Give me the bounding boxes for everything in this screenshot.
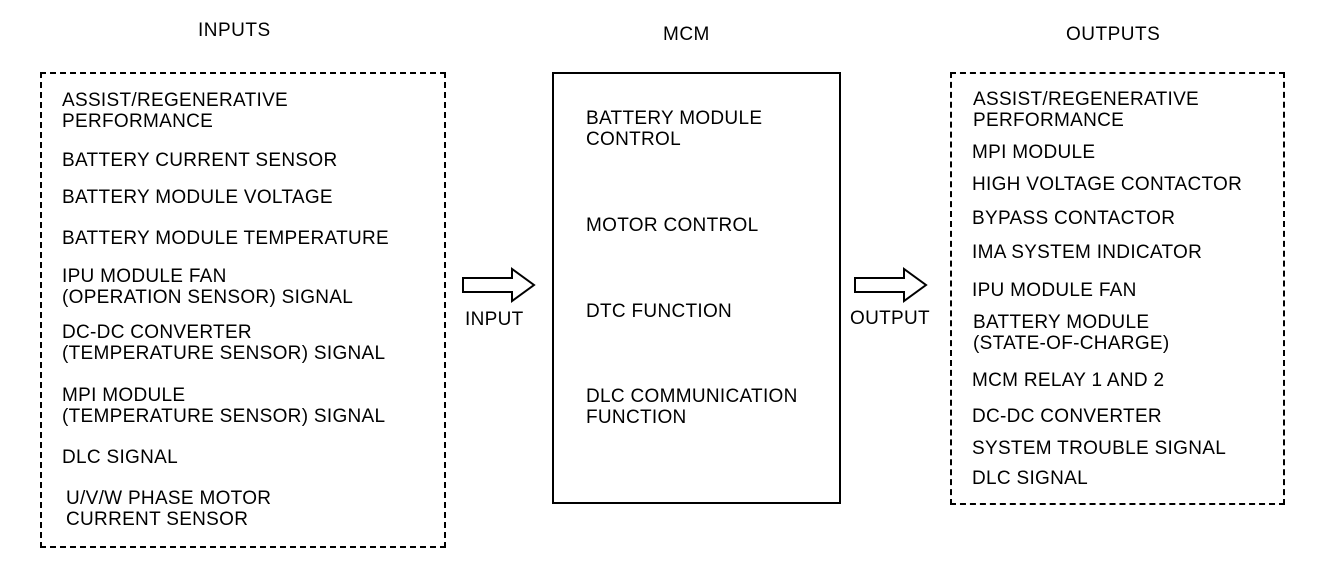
input-item: BATTERY MODULE TEMPERATURE <box>62 228 389 249</box>
output-arrow <box>854 267 928 303</box>
mcm-function: DTC FUNCTION <box>586 301 733 322</box>
output-item: SYSTEM TROUBLE SIGNAL <box>972 438 1227 459</box>
mcm-box: BATTERY MODULE CONTROL MOTOR CONTROL DTC… <box>552 72 841 504</box>
output-item: MPI MODULE <box>972 142 1096 163</box>
inputs-box: ASSIST/REGENERATIVE PERFORMANCE BATTERY … <box>40 72 446 548</box>
mcm-function: BATTERY MODULE CONTROL <box>586 108 763 150</box>
mcm-header: MCM <box>663 24 710 45</box>
output-arrow-label: OUTPUT <box>850 308 930 329</box>
input-item: ASSIST/REGENERATIVE PERFORMANCE <box>62 90 289 132</box>
outputs-header: OUTPUTS <box>1066 24 1161 45</box>
mcm-function: MOTOR CONTROL <box>586 215 759 236</box>
input-item: DLC SIGNAL <box>62 447 178 468</box>
output-item: DLC SIGNAL <box>972 468 1088 489</box>
input-item: DC-DC CONVERTER (TEMPERATURE SENSOR) SIG… <box>62 322 386 364</box>
input-item: BATTERY MODULE VOLTAGE <box>62 187 333 208</box>
input-arrow <box>462 267 536 303</box>
output-item: IPU MODULE FAN <box>972 280 1137 301</box>
output-item: ASSIST/REGENERATIVE PERFORMANCE <box>973 89 1200 131</box>
input-item: MPI MODULE (TEMPERATURE SENSOR) SIGNAL <box>62 385 386 427</box>
output-item: HIGH VOLTAGE CONTACTOR <box>972 174 1243 195</box>
output-item: IMA SYSTEM INDICATOR <box>972 242 1203 263</box>
input-item: IPU MODULE FAN (OPERATION SENSOR) SIGNAL <box>62 266 354 308</box>
inputs-header: INPUTS <box>198 20 271 41</box>
output-item: BATTERY MODULE (STATE-OF-CHARGE) <box>973 312 1170 354</box>
outputs-box: ASSIST/REGENERATIVE PERFORMANCE MPI MODU… <box>950 72 1285 505</box>
mcm-function: DLC COMMUNICATION FUNCTION <box>586 386 798 428</box>
input-item: BATTERY CURRENT SENSOR <box>62 150 338 171</box>
output-item: DC-DC CONVERTER <box>972 406 1162 427</box>
input-item: U/V/W PHASE MOTOR CURRENT SENSOR <box>66 488 272 530</box>
input-arrow-label: INPUT <box>465 309 524 330</box>
output-item: MCM RELAY 1 AND 2 <box>972 370 1165 391</box>
output-item: BYPASS CONTACTOR <box>972 208 1176 229</box>
